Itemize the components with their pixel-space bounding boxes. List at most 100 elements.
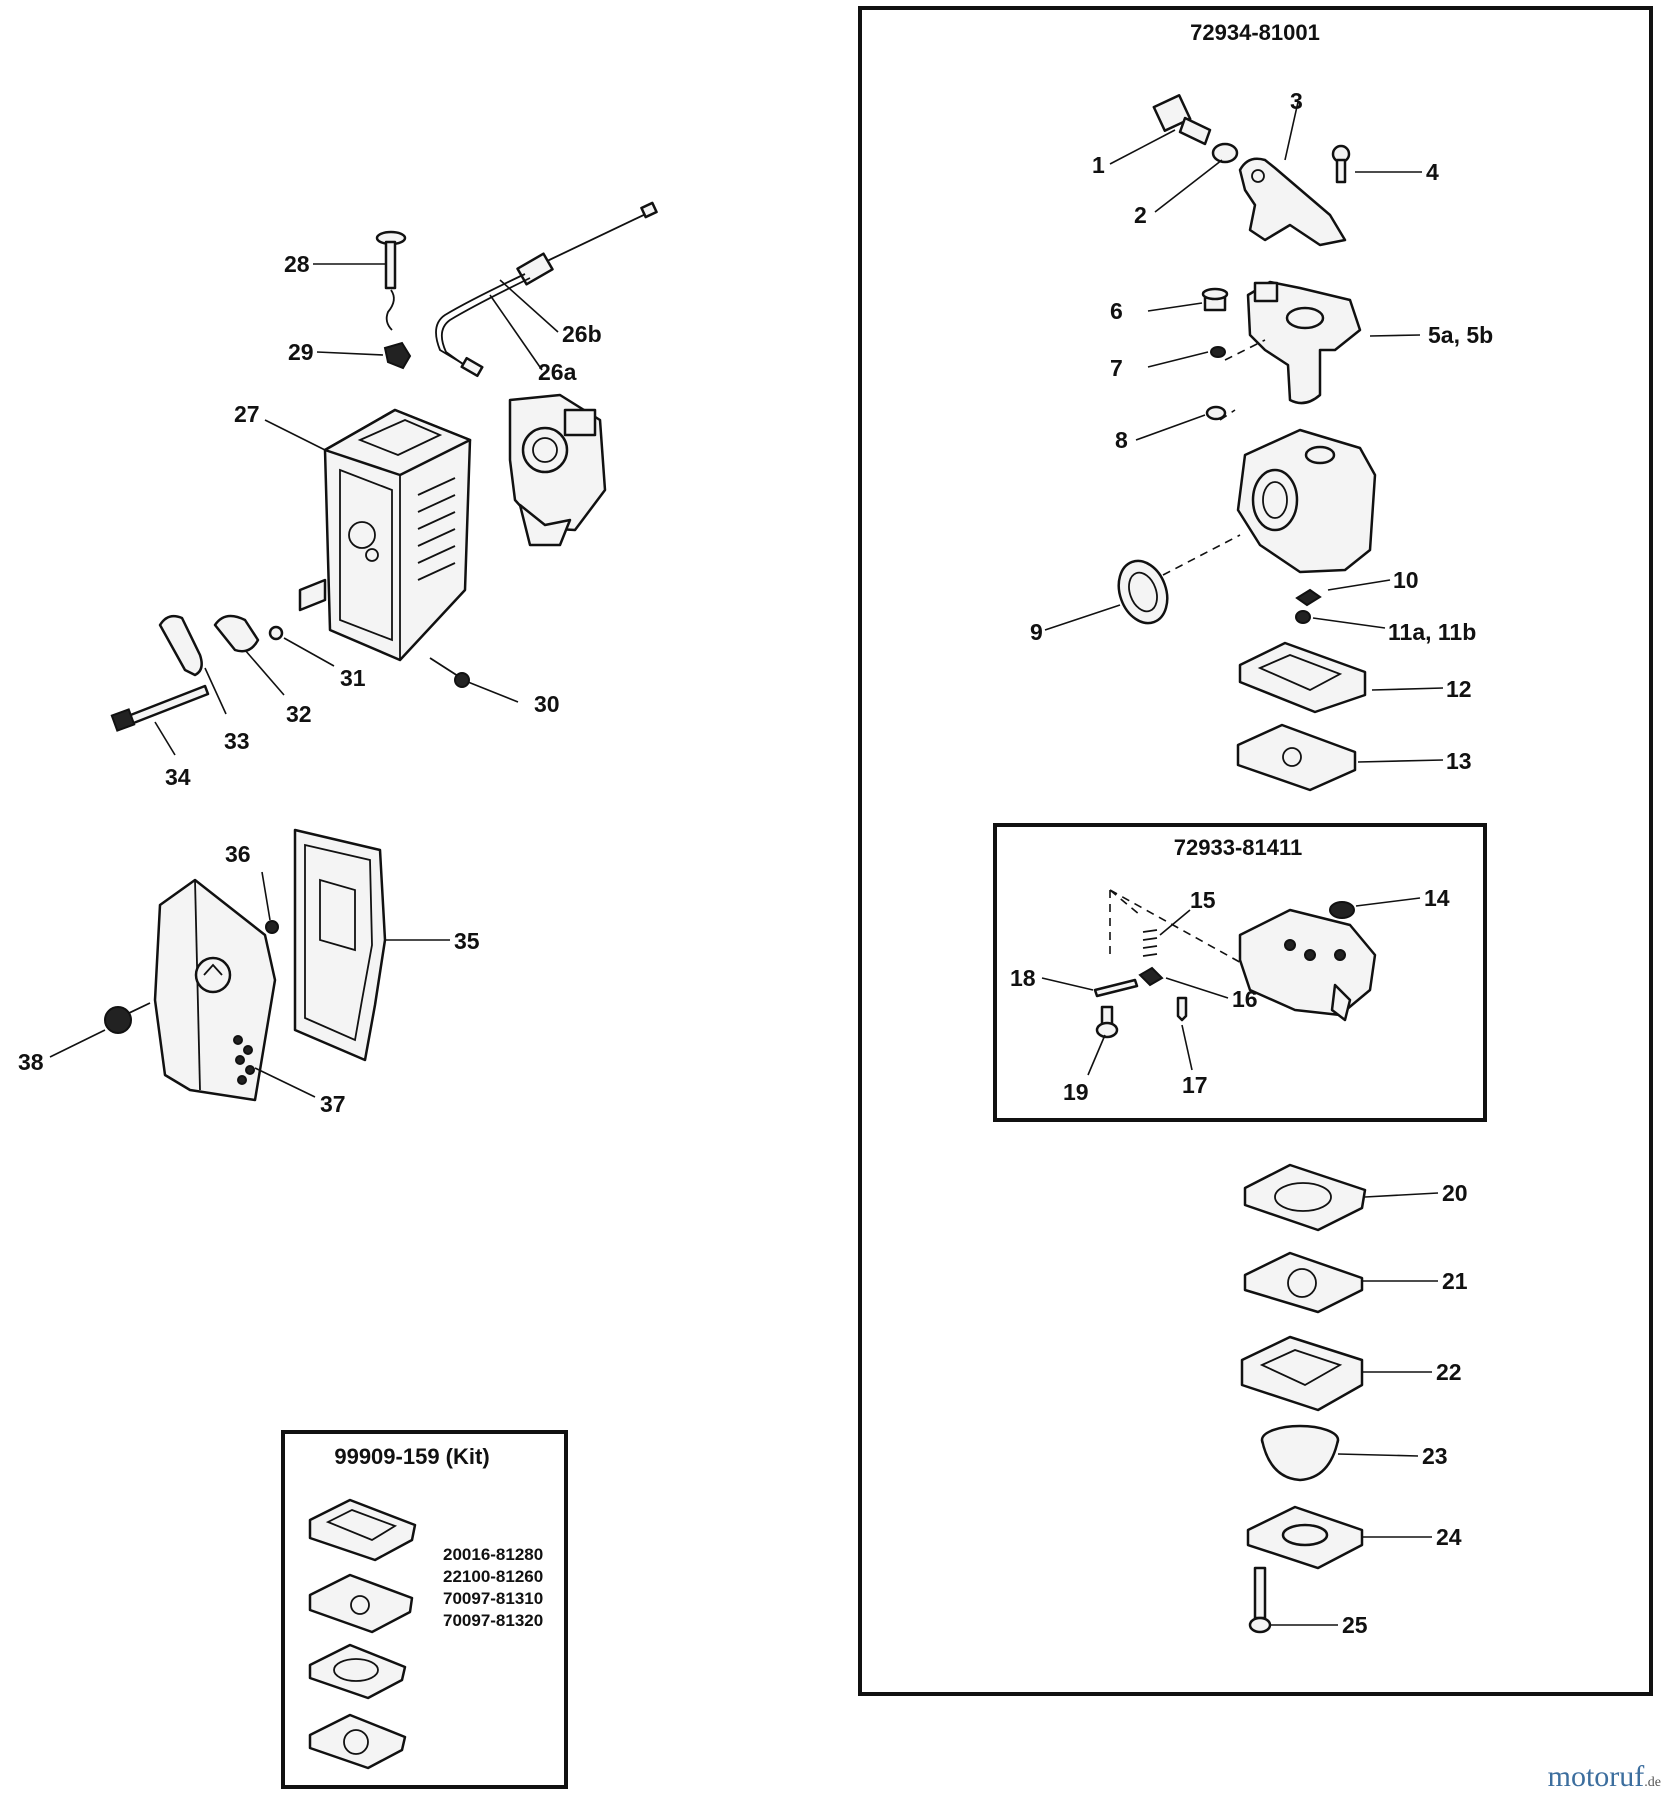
label-part-14: 14 <box>1424 885 1450 911</box>
part-24-primer-body <box>1246 1505 1364 1570</box>
label-part-25: 25 <box>1342 1612 1368 1638</box>
label-part-23: 23 <box>1422 1443 1448 1469</box>
part-23-primer-bulb <box>1260 1424 1340 1482</box>
part-28-throttle-rod <box>375 230 407 331</box>
kit-part-number-3: 70097-81310 <box>443 1589 543 1608</box>
part-36-nut <box>265 920 279 934</box>
label-part-2: 2 <box>1134 202 1147 228</box>
part-11-check-valve <box>1295 610 1311 624</box>
part-2-washer <box>1211 142 1239 164</box>
label-part-22: 22 <box>1436 1359 1462 1385</box>
part-6-plug <box>1201 287 1229 312</box>
kit-part-number-1: 20016-81280 <box>443 1545 543 1564</box>
watermark-tld: .de <box>1644 1775 1661 1790</box>
label-part-31: 31 <box>340 665 366 691</box>
part-26-throttle-cable <box>435 201 658 378</box>
part-10-screen <box>1295 588 1322 607</box>
label-part-26a: 26a <box>538 359 577 385</box>
label-part-37: 37 <box>320 1091 346 1117</box>
label-part-5: 5a, 5b <box>1428 322 1493 348</box>
part-29-grommet <box>383 341 412 370</box>
kit-diaphragm-2 <box>308 1713 407 1770</box>
part-33-lever <box>158 614 203 677</box>
assembled-carburetor <box>508 393 607 547</box>
carburetor-body <box>1236 428 1377 574</box>
part-22-cover <box>1240 1335 1364 1412</box>
label-part-10: 10 <box>1393 567 1419 593</box>
assembly-guide-lines-1 <box>1219 339 1266 421</box>
label-part-12: 12 <box>1446 676 1472 702</box>
part-25-screw <box>1248 1566 1272 1634</box>
part-4-screw <box>1331 144 1351 184</box>
part-30-screw <box>429 657 470 688</box>
label-part-33: 33 <box>224 728 250 754</box>
kit-gasket-2 <box>308 1643 407 1700</box>
label-part-30: 30 <box>534 691 560 717</box>
sub-assembly-frame <box>993 823 1487 1122</box>
kit-part-number-2: 22100-81260 <box>443 1567 543 1586</box>
part-13-diaphragm <box>1236 723 1357 792</box>
carburetor-assembly-frame <box>858 6 1653 1696</box>
kit-diaphragm <box>308 1573 414 1634</box>
label-part-7: 7 <box>1110 355 1123 381</box>
part-37-filter-cover <box>153 878 277 1102</box>
label-part-18: 18 <box>1010 965 1036 991</box>
part-5-throttle-body <box>1246 280 1362 405</box>
label-part-11: 11a, 11b <box>1388 619 1476 645</box>
label-part-35: 35 <box>454 928 480 954</box>
label-part-34: 34 <box>165 764 191 790</box>
part-9-gasket <box>1117 559 1169 625</box>
watermark-logo: motoruf.de <box>1548 1760 1661 1794</box>
part-38-knob <box>104 1002 151 1034</box>
part-7-washer <box>1210 346 1226 358</box>
metering-body <box>1238 908 1377 1022</box>
label-part-20: 20 <box>1442 1180 1468 1206</box>
part-1-adjuster <box>1152 94 1212 146</box>
label-part-9: 9 <box>1030 619 1043 645</box>
label-part-36: 36 <box>225 841 251 867</box>
label-part-3: 3 <box>1290 88 1303 114</box>
watermark-name: motoruf <box>1547 1760 1645 1793</box>
label-part-29: 29 <box>288 339 314 365</box>
part-8-washer <box>1205 405 1227 421</box>
leader-lines <box>49 101 1444 1626</box>
label-part-32: 32 <box>286 701 312 727</box>
label-part-28: 28 <box>284 251 310 277</box>
label-part-21: 21 <box>1442 1268 1468 1294</box>
label-part-8: 8 <box>1115 427 1128 453</box>
label-part-4: 4 <box>1426 159 1439 185</box>
label-part-26b: 26b <box>562 321 602 347</box>
part-3-bracket <box>1238 157 1347 247</box>
part-21-diaphragm <box>1243 1251 1364 1314</box>
kit-number: 99909-159 (Kit) <box>334 1444 489 1469</box>
label-part-1: 1 <box>1092 152 1105 178</box>
part-12-gasket <box>1238 641 1367 714</box>
kit-gasket-1 <box>308 1498 417 1562</box>
label-part-17: 17 <box>1182 1072 1208 1098</box>
label-part-6: 6 <box>1110 298 1123 324</box>
part-31-washer <box>268 625 284 641</box>
label-part-24: 24 <box>1436 1524 1462 1550</box>
part-18-pin <box>1093 978 1139 998</box>
part-27-housing-cover <box>298 408 472 662</box>
assembly-guide-lines-2 <box>1162 534 1241 576</box>
part-20-gasket <box>1243 1163 1367 1232</box>
label-part-19: 19 <box>1063 1079 1089 1105</box>
kit-part-number-4: 70097-81320 <box>443 1611 543 1630</box>
label-part-27: 27 <box>234 401 260 427</box>
part-19-screw <box>1095 1005 1119 1039</box>
label-part-15: 15 <box>1190 887 1216 913</box>
part-17-needle <box>1176 996 1188 1022</box>
label-part-38: 38 <box>18 1049 44 1075</box>
part-16-lever <box>1138 966 1164 987</box>
label-part-13: 13 <box>1446 748 1472 774</box>
part-35-filter-element <box>293 828 387 1062</box>
carburetor-assembly-number: 72934-81001 <box>1190 20 1320 45</box>
part-34-bolt <box>110 684 210 732</box>
sub-assembly-number: 72933-81411 <box>1174 835 1302 860</box>
part-32-bracket <box>213 614 260 653</box>
part-15-spring <box>1142 929 1158 957</box>
kit-frame <box>281 1430 568 1789</box>
assembly-guide-lines-3 <box>1109 889 1246 966</box>
